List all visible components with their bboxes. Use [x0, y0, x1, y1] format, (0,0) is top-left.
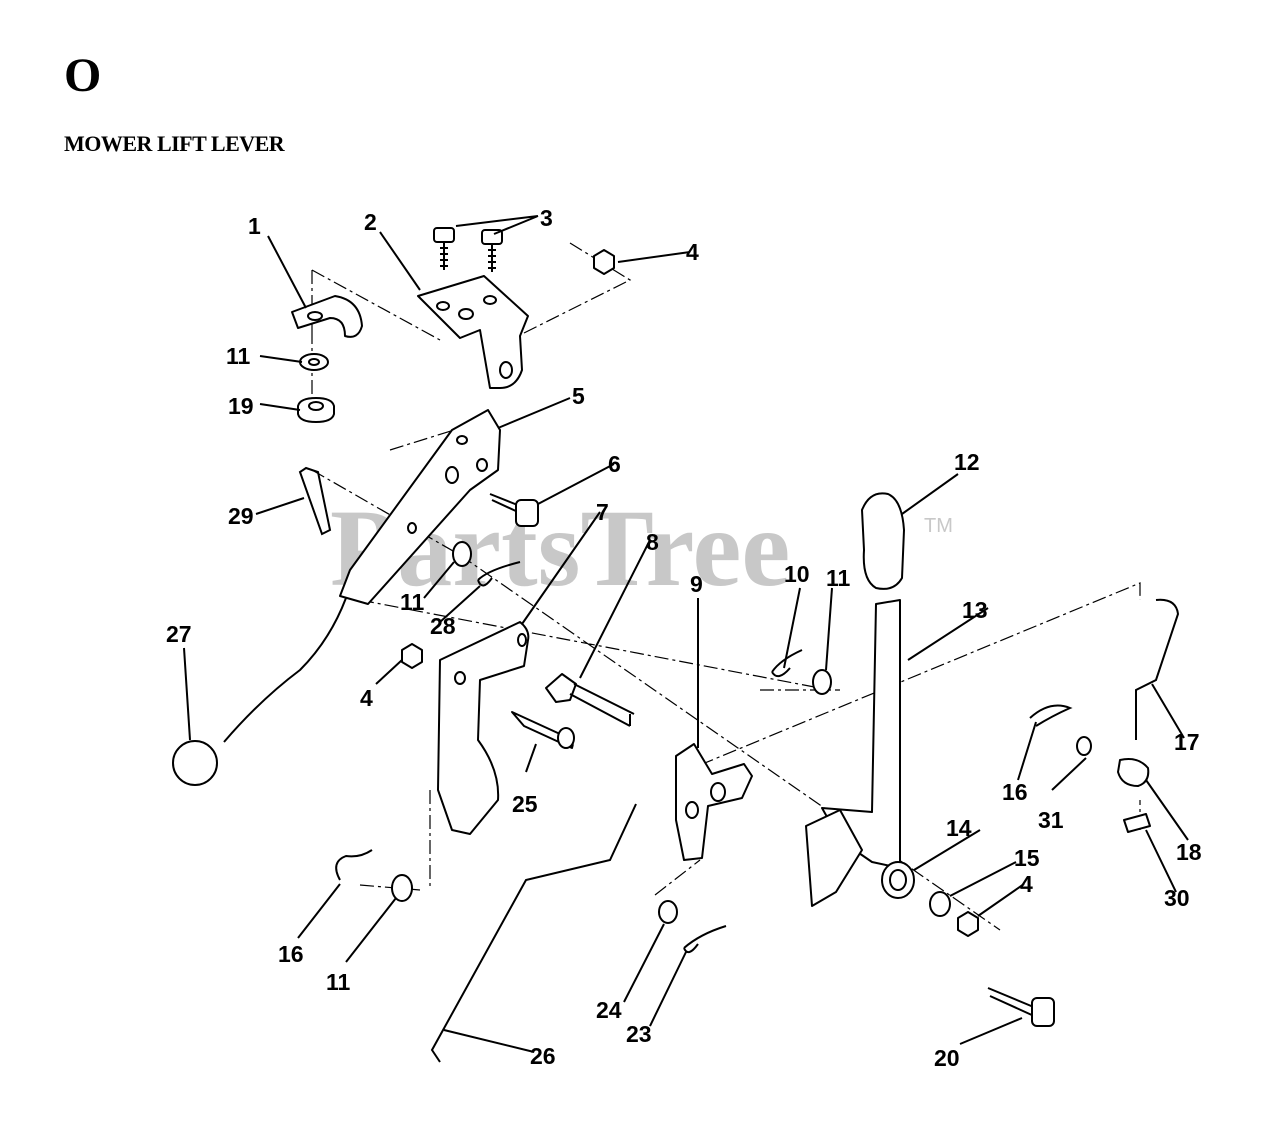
part-16-clip-right[interactable]: [1029, 704, 1073, 727]
callout-11-mid: 11: [400, 589, 425, 615]
callout-19: 19: [228, 393, 254, 419]
callout-4-right: 4: [1020, 871, 1033, 897]
callout-25: 25: [512, 791, 538, 817]
callout-numbers: 1 2 3 4 11 19 5 6 29 7 8 12 9 10 11 13 1…: [166, 205, 1202, 1071]
callout-30: 30: [1164, 885, 1190, 911]
callout-6: 6: [608, 451, 621, 477]
part-3-bolts[interactable]: [433, 227, 503, 272]
part-27-rod: [223, 597, 347, 743]
part-27-knob[interactable]: [172, 740, 218, 786]
callout-24: 24: [596, 997, 622, 1023]
callout-13: 13: [962, 597, 988, 623]
part-15-washer[interactable]: [929, 891, 951, 917]
assembly-center-lines: [311, 242, 1141, 931]
part-1-clip[interactable]: [291, 295, 363, 338]
callout-3: 3: [540, 205, 553, 231]
part-11-washer-left[interactable]: [391, 874, 413, 902]
callout-16-right: 16: [1002, 779, 1028, 805]
part-17-rod[interactable]: [1135, 598, 1180, 740]
callout-28: 28: [430, 613, 456, 639]
part-23-cotter-pin[interactable]: [683, 925, 727, 954]
callout-4-top: 4: [686, 239, 699, 265]
callout-16-left: 16: [278, 941, 304, 967]
part-18-swivel[interactable]: [1117, 758, 1150, 787]
callout-18: 18: [1176, 839, 1202, 865]
part-30-nut[interactable]: [1123, 813, 1151, 833]
callout-7: 7: [596, 499, 609, 525]
part-26-rod[interactable]: [430, 803, 637, 1063]
part-29-link[interactable]: [298, 466, 332, 536]
callout-23: 23: [626, 1021, 652, 1047]
callout-2: 2: [364, 209, 377, 235]
part-4-nut-mid[interactable]: [401, 643, 423, 669]
part-11-washer-right[interactable]: [812, 669, 832, 695]
callout-17: 17: [1174, 729, 1200, 755]
part-6-bolt[interactable]: [489, 493, 539, 527]
callout-1: 1: [248, 213, 261, 239]
part-28-cotter-pin[interactable]: [477, 561, 521, 587]
callout-4-mid: 4: [360, 685, 373, 711]
part-31-washer[interactable]: [1076, 736, 1092, 756]
callout-11-left: 11: [326, 969, 351, 995]
callout-31: 31: [1038, 807, 1064, 833]
part-9-plate[interactable]: [675, 743, 753, 861]
part-8-bolt[interactable]: [545, 673, 635, 727]
callout-14: 14: [946, 815, 972, 841]
leader-lines: [183, 215, 1189, 1053]
callout-5: 5: [572, 383, 585, 409]
part-11-washer-mid[interactable]: [452, 541, 472, 567]
part-20-bolt[interactable]: [987, 987, 1055, 1027]
callout-9: 9: [690, 571, 703, 597]
part-12-grip[interactable]: [861, 492, 905, 590]
callout-27: 27: [166, 621, 192, 647]
callout-26: 26: [530, 1043, 556, 1069]
watermark-trademark: TM: [924, 515, 953, 537]
part-16-clip-left[interactable]: [335, 849, 373, 881]
callout-11-right: 11: [826, 565, 851, 591]
callout-11-top: 11: [226, 343, 251, 369]
callout-10: 10: [784, 561, 810, 587]
part-4-nut-top[interactable]: [593, 249, 615, 275]
part-4-nut-right[interactable]: [957, 911, 979, 937]
callout-15: 15: [1014, 845, 1040, 871]
callout-8: 8: [646, 529, 659, 555]
section-letter: O: [64, 49, 102, 102]
callout-29: 29: [228, 503, 254, 529]
callout-12: 12: [954, 449, 980, 475]
part-10-cotter-pin[interactable]: [771, 649, 803, 678]
part-24-washer[interactable]: [658, 900, 678, 924]
callout-20: 20: [934, 1045, 960, 1071]
part-5-lever-arm[interactable]: [339, 409, 501, 605]
section-title: MOWER LIFT LEVER: [64, 131, 285, 156]
